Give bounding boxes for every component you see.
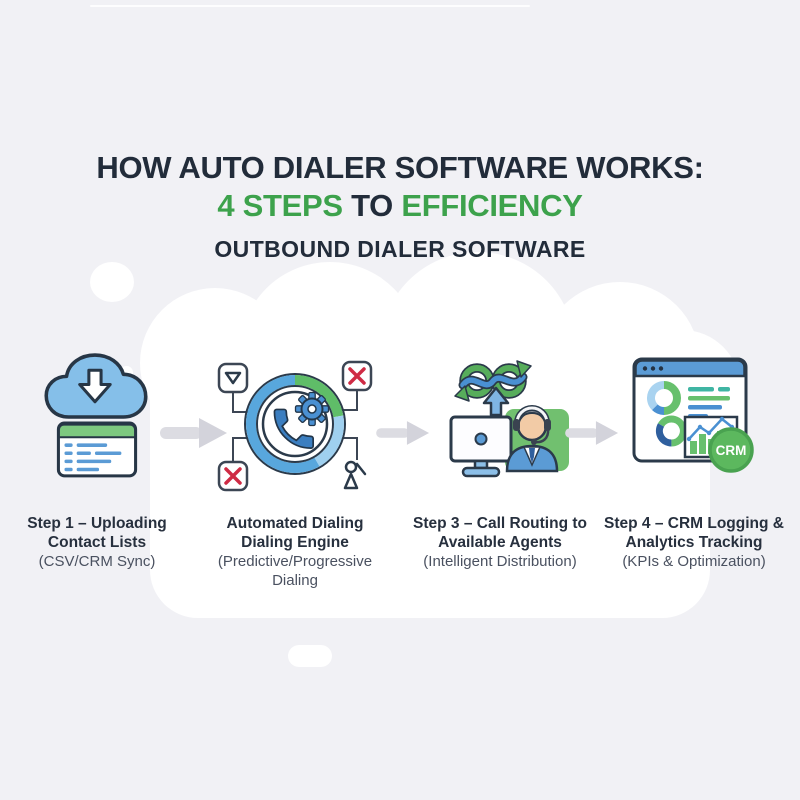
download-arrow-icon xyxy=(78,368,112,404)
upload-arrow-icon xyxy=(482,386,510,417)
nabla-glyph-icon xyxy=(224,371,242,385)
checkbox-icon xyxy=(217,362,249,394)
step-1-text: Step 1 – Uploading Contact Lists (CSV/CR… xyxy=(0,514,195,571)
connector-lines xyxy=(232,390,358,462)
flow-arrow-icon xyxy=(565,421,619,445)
contact-list-rows xyxy=(64,443,122,472)
agent-avatar-icon xyxy=(505,405,559,473)
donut-chart-icon xyxy=(647,381,681,416)
window-dots xyxy=(642,366,664,371)
subtitle: OUTBOUND DIALER SOFTWARE xyxy=(214,236,586,262)
title-highlight-line: 4 STEPS TO EFFICIENCY xyxy=(0,188,800,224)
step-title: Step 1 – Uploading xyxy=(27,515,167,532)
step-title: Automated Dialing xyxy=(226,515,364,532)
crm-badge: CRM xyxy=(708,427,754,473)
step-caption: (Intelligent Distribution) xyxy=(423,553,577,570)
gear-icon xyxy=(294,391,330,427)
step-4-text: Step 4 – CRM Logging & Analytics Trackin… xyxy=(596,514,792,571)
step-caption: Dialing xyxy=(272,572,318,589)
step-title: Dialing Engine xyxy=(241,534,349,551)
flow-arrow-icon xyxy=(376,421,430,445)
step-3-text: Step 3 – Call Routing to Available Agent… xyxy=(402,514,598,571)
cloud-upload-contact-list-icon xyxy=(44,353,148,478)
step-title: Analytics Tracking xyxy=(625,534,763,551)
step-title: Step 4 – CRM Logging & xyxy=(604,515,784,532)
phone-handset-icon xyxy=(273,408,315,450)
title-steps-highlight: 4 STEPS xyxy=(217,188,343,223)
step-1-icon xyxy=(35,352,159,484)
title-to-text: TO xyxy=(342,188,402,223)
step-2-text: Automated Dialing Dialing Engine (Predic… xyxy=(197,514,393,590)
step-title: Step 3 – Call Routing to xyxy=(413,515,587,532)
crm-badge-label: CRM xyxy=(716,443,747,458)
monitor-icon xyxy=(449,415,513,478)
dialing-ring-icon xyxy=(244,373,346,475)
step-caption: (KPIs & Optimization) xyxy=(622,553,766,570)
cloud-streak xyxy=(90,5,530,7)
call-routing-agent-icon xyxy=(449,360,569,478)
red-x-glyph xyxy=(348,367,366,385)
flow-arrow-icon xyxy=(160,418,227,448)
cloud-puff xyxy=(90,262,134,302)
title-efficiency-highlight: EFFICIENCY xyxy=(401,188,583,223)
sync-loop-icon xyxy=(454,360,532,402)
step-title: Available Agents xyxy=(438,534,562,551)
red-x-glyph xyxy=(224,467,242,485)
person-glyph-icon xyxy=(343,460,367,490)
step-4-icon: CRM xyxy=(628,352,760,476)
step-caption: (Predictive/Progressive xyxy=(217,553,373,570)
automated-dialing-engine-icon xyxy=(217,360,373,492)
main-title: HOW AUTO DIALER SOFTWARE WORKS: xyxy=(96,150,704,185)
step-2-icon xyxy=(209,352,381,502)
contact-list-header xyxy=(57,423,137,439)
crm-analytics-dashboard-icon: CRM xyxy=(632,357,754,473)
window-titlebar xyxy=(634,359,746,378)
step-caption: (CSV/CRM Sync) xyxy=(38,553,156,570)
step-title: Contact Lists xyxy=(47,534,147,551)
donut-chart-icon xyxy=(655,415,687,447)
cloud-puff-bottom xyxy=(288,645,332,667)
step-3-icon xyxy=(425,352,575,486)
